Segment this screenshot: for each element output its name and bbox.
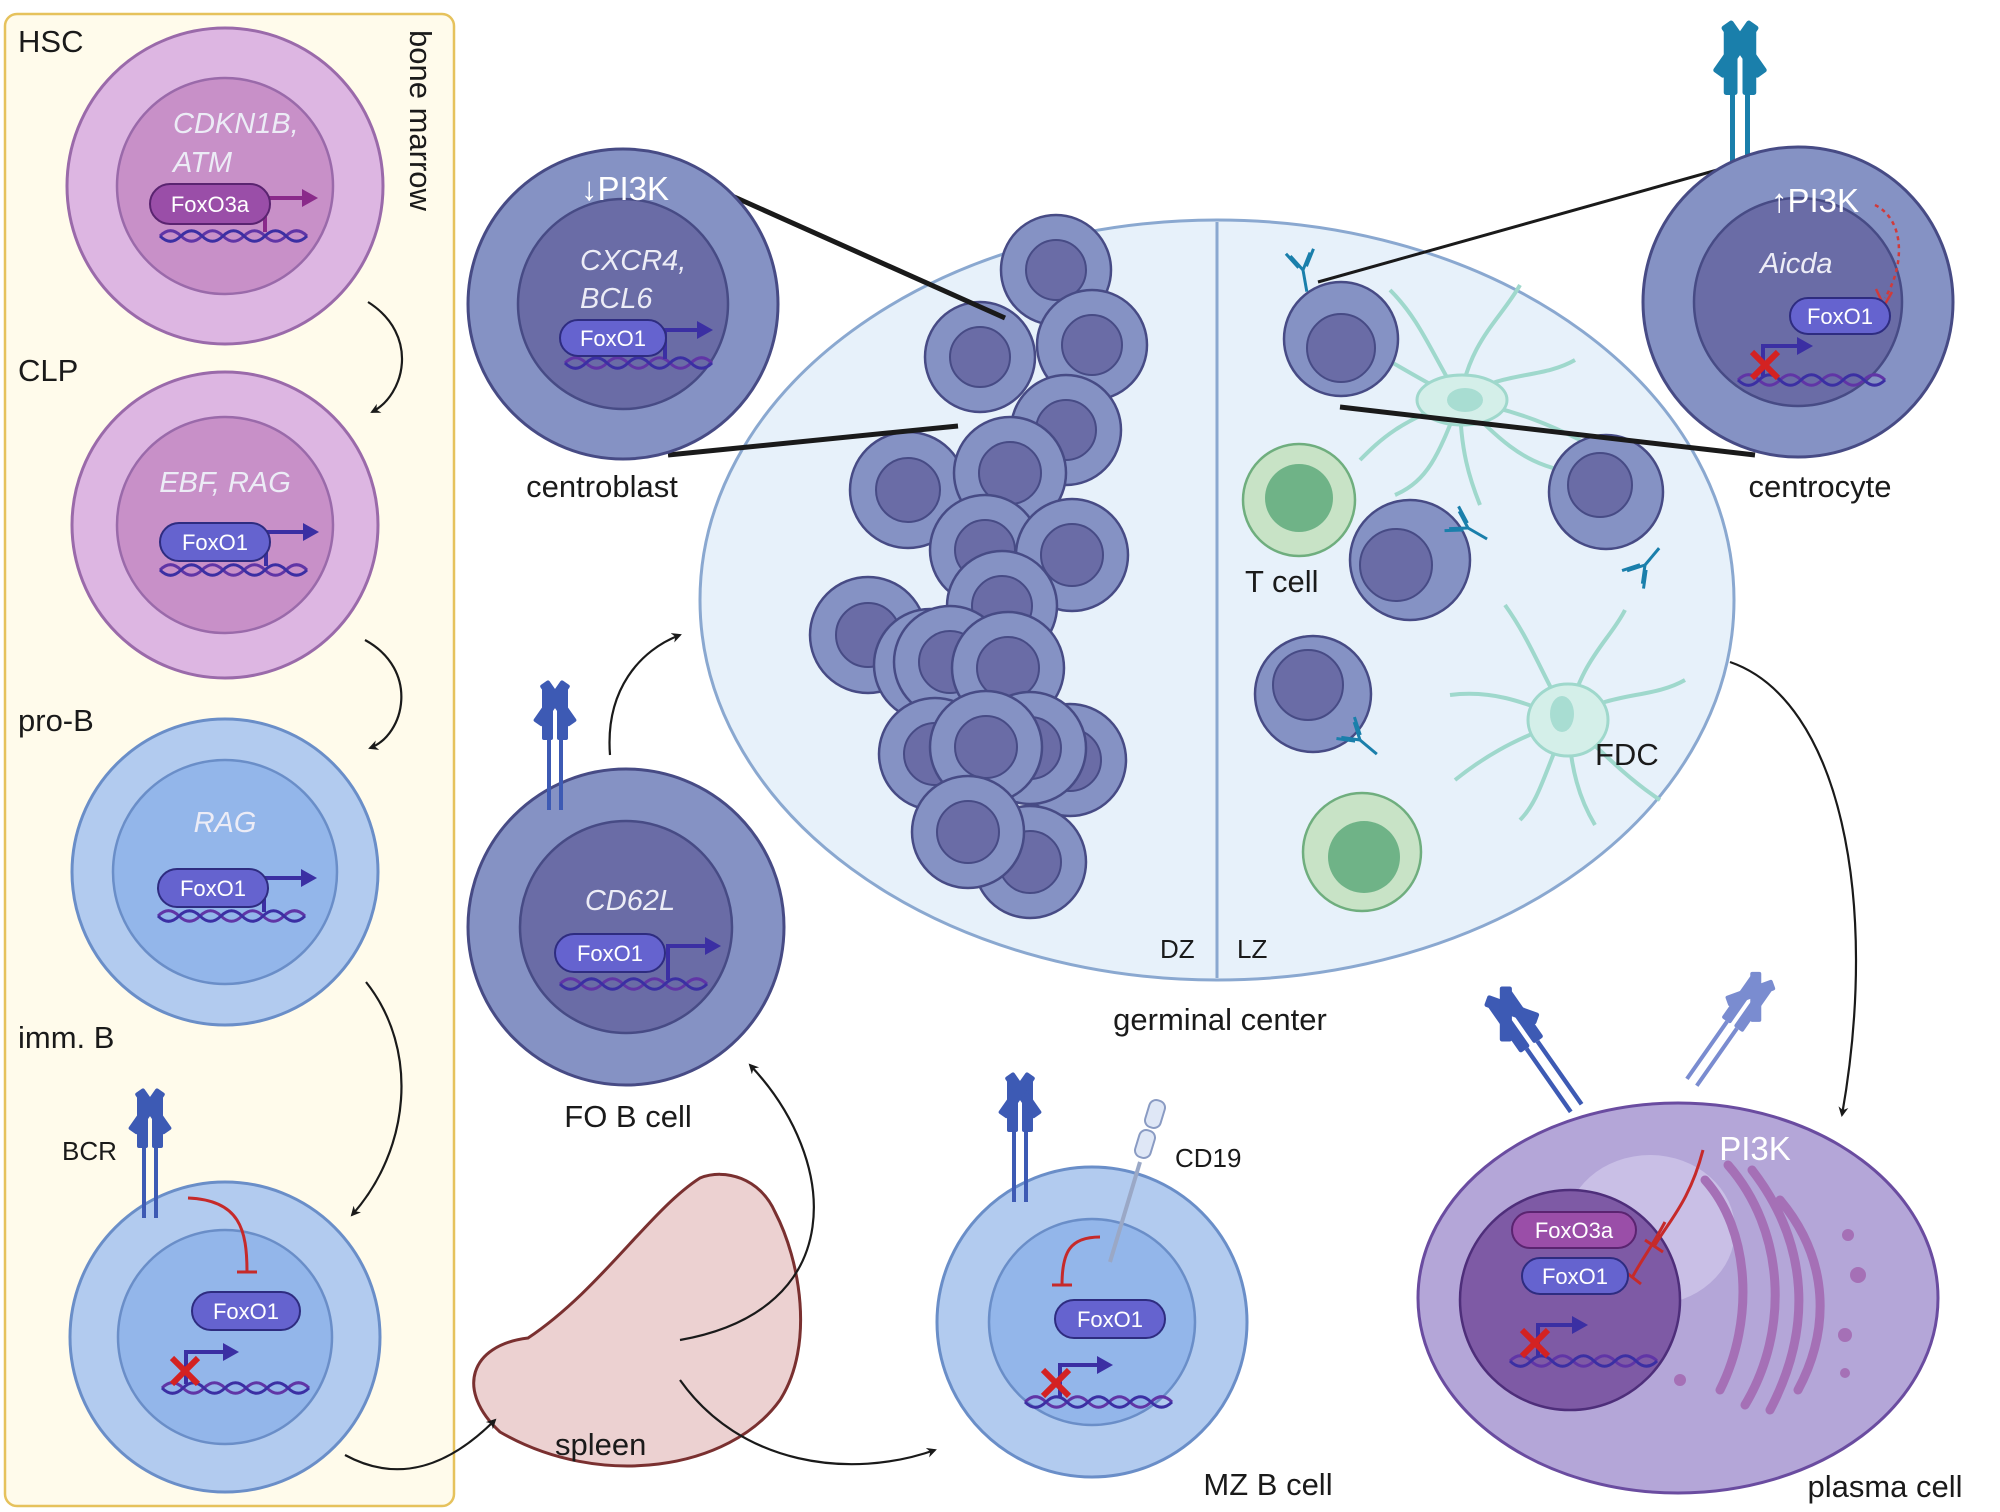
t-cell-label: T cell xyxy=(1245,564,1319,599)
zoom-line xyxy=(1339,404,1756,458)
block-x-icon xyxy=(1519,1327,1551,1359)
fdc-cell xyxy=(1358,284,1686,827)
centrocyte-cell: ↑PI3K Aicda FoxO1 xyxy=(1641,20,1955,459)
hsc-cell: CDKN1B, ATM FoxO3a xyxy=(65,26,385,346)
germinal-center-label: germinal center xyxy=(1113,1002,1327,1037)
clp-label: CLP xyxy=(18,353,78,388)
spleen xyxy=(472,1172,803,1468)
arrow-icon xyxy=(364,639,403,750)
fdc-label: FDC xyxy=(1595,737,1659,772)
zoom-line xyxy=(667,423,959,458)
lz-label: LZ xyxy=(1237,934,1267,964)
centroblast-cell-nucleus xyxy=(976,636,1040,700)
fo-b-cell-label: FO B cell xyxy=(564,1099,691,1134)
hsc-gene-line1: CDKN1B, xyxy=(173,108,299,140)
inhibition-icon xyxy=(1052,1235,1101,1287)
plasma-cell: PI3K FoxO3a FoxO1 xyxy=(1416,1101,1940,1495)
centroblast-cell-nucleus xyxy=(949,326,1011,388)
imm-b-label: imm. B xyxy=(18,1020,114,1055)
pro-b-gene: RAG xyxy=(194,807,257,839)
pro-b-label: pro-B xyxy=(18,703,94,738)
cd19-label: CD19 xyxy=(1175,1143,1241,1173)
clp-gene: EBF, RAG xyxy=(159,467,291,499)
antibody-icon xyxy=(1474,977,1596,1122)
arrow-icon xyxy=(608,633,682,756)
centrocyte-label: centrocyte xyxy=(1748,469,1891,504)
mz-b-cell-label: MZ B cell xyxy=(1203,1467,1332,1502)
foxo1-label: FoxO1 xyxy=(580,326,646,351)
fo-b-gene: CD62L xyxy=(585,885,675,917)
mz-b-cell: CD19 FoxO1 xyxy=(935,1069,1249,1479)
arrow-icon xyxy=(679,1063,815,1342)
pro-b-cell: RAG FoxO1 xyxy=(70,717,380,1027)
activation-arrow-icon xyxy=(1874,203,1901,299)
centroblast-label: centroblast xyxy=(526,469,678,504)
bcr-label: BCR xyxy=(62,1136,117,1166)
foxo3a-label: FoxO3a xyxy=(171,192,250,217)
foxo3a-box xyxy=(149,183,271,225)
foxo1-box xyxy=(554,933,666,973)
arrow-icon xyxy=(679,1379,937,1466)
hsc-label: HSC xyxy=(18,24,83,59)
zoom-line xyxy=(701,180,1007,321)
foxo3a-label: FoxO3a xyxy=(1535,1218,1614,1243)
arrow-icon xyxy=(1729,660,1858,1117)
foxo1-label: FoxO1 xyxy=(1542,1264,1608,1289)
dark-zone-cells xyxy=(808,213,1149,920)
centroblast-cell-nucleus xyxy=(936,800,1000,864)
inhibition-icon xyxy=(1644,1149,1705,1254)
foxo1-box xyxy=(1054,1299,1166,1339)
foxo1-box xyxy=(1521,1257,1629,1295)
centroblast-cell-nucleus xyxy=(875,457,941,523)
foxo1-label: FoxO1 xyxy=(1807,304,1873,329)
arrow-icon xyxy=(367,301,404,413)
clp-cell: EBF, RAG FoxO1 xyxy=(70,370,380,680)
arrow-icon xyxy=(350,981,403,1217)
imm-b-cell: FoxO1 xyxy=(68,1085,382,1494)
foxo1-label: FoxO1 xyxy=(180,876,246,901)
antibody-icon xyxy=(1671,960,1787,1098)
foxo3a-box xyxy=(1511,1211,1637,1249)
block-x-icon xyxy=(1040,1367,1072,1399)
foxo1-box xyxy=(1789,297,1891,335)
bone-marrow-label: bone marrow xyxy=(403,30,438,212)
centroblast-cell-nucleus xyxy=(1025,239,1087,301)
centroblast-gene-line1: CXCR4, xyxy=(580,245,686,277)
zoom-line xyxy=(1317,163,1736,284)
centroblast-cell-nucleus xyxy=(1061,314,1123,376)
foxo1-box xyxy=(191,1291,301,1331)
foxo1-label: FoxO1 xyxy=(182,530,248,555)
pi3k-up-label: ↑PI3K xyxy=(1771,182,1859,219)
spleen-label: spleen xyxy=(555,1427,646,1462)
hsc-gene-line2: ATM xyxy=(171,147,233,179)
block-x-icon xyxy=(169,1355,201,1387)
fo-b-cell: CD62L FoxO1 xyxy=(466,677,786,1087)
light-zone-cells xyxy=(1241,247,1686,913)
centroblast-cell-nucleus xyxy=(954,715,1018,779)
pi3k-down-label: ↓PI3K xyxy=(581,170,669,207)
block-x-icon xyxy=(1749,349,1781,381)
foxo1-label: FoxO1 xyxy=(213,1299,279,1324)
foxo1-box xyxy=(157,868,269,908)
centroblast-gene-line2: BCL6 xyxy=(580,283,653,315)
arrow-icon xyxy=(344,1418,497,1471)
foxo1-box xyxy=(159,522,271,562)
centroblast-cell-nucleus xyxy=(1040,523,1104,587)
foxo1-label: FoxO1 xyxy=(1077,1307,1143,1332)
promoter-arrow-icon xyxy=(666,944,708,980)
foxo1-box xyxy=(559,319,667,357)
foxo1-label: FoxO1 xyxy=(577,941,643,966)
centrocyte-gene: Aicda xyxy=(1758,248,1833,280)
plasma-cell-label: plasma cell xyxy=(1807,1469,1962,1504)
centroblast-cell: ↓PI3K CXCR4, BCL6 FoxO1 xyxy=(466,147,780,461)
dz-label: DZ xyxy=(1160,934,1195,964)
inhibition-icon xyxy=(187,1196,257,1274)
pi3k-label: PI3K xyxy=(1719,1130,1791,1167)
cd19-receptor xyxy=(1108,1099,1167,1263)
